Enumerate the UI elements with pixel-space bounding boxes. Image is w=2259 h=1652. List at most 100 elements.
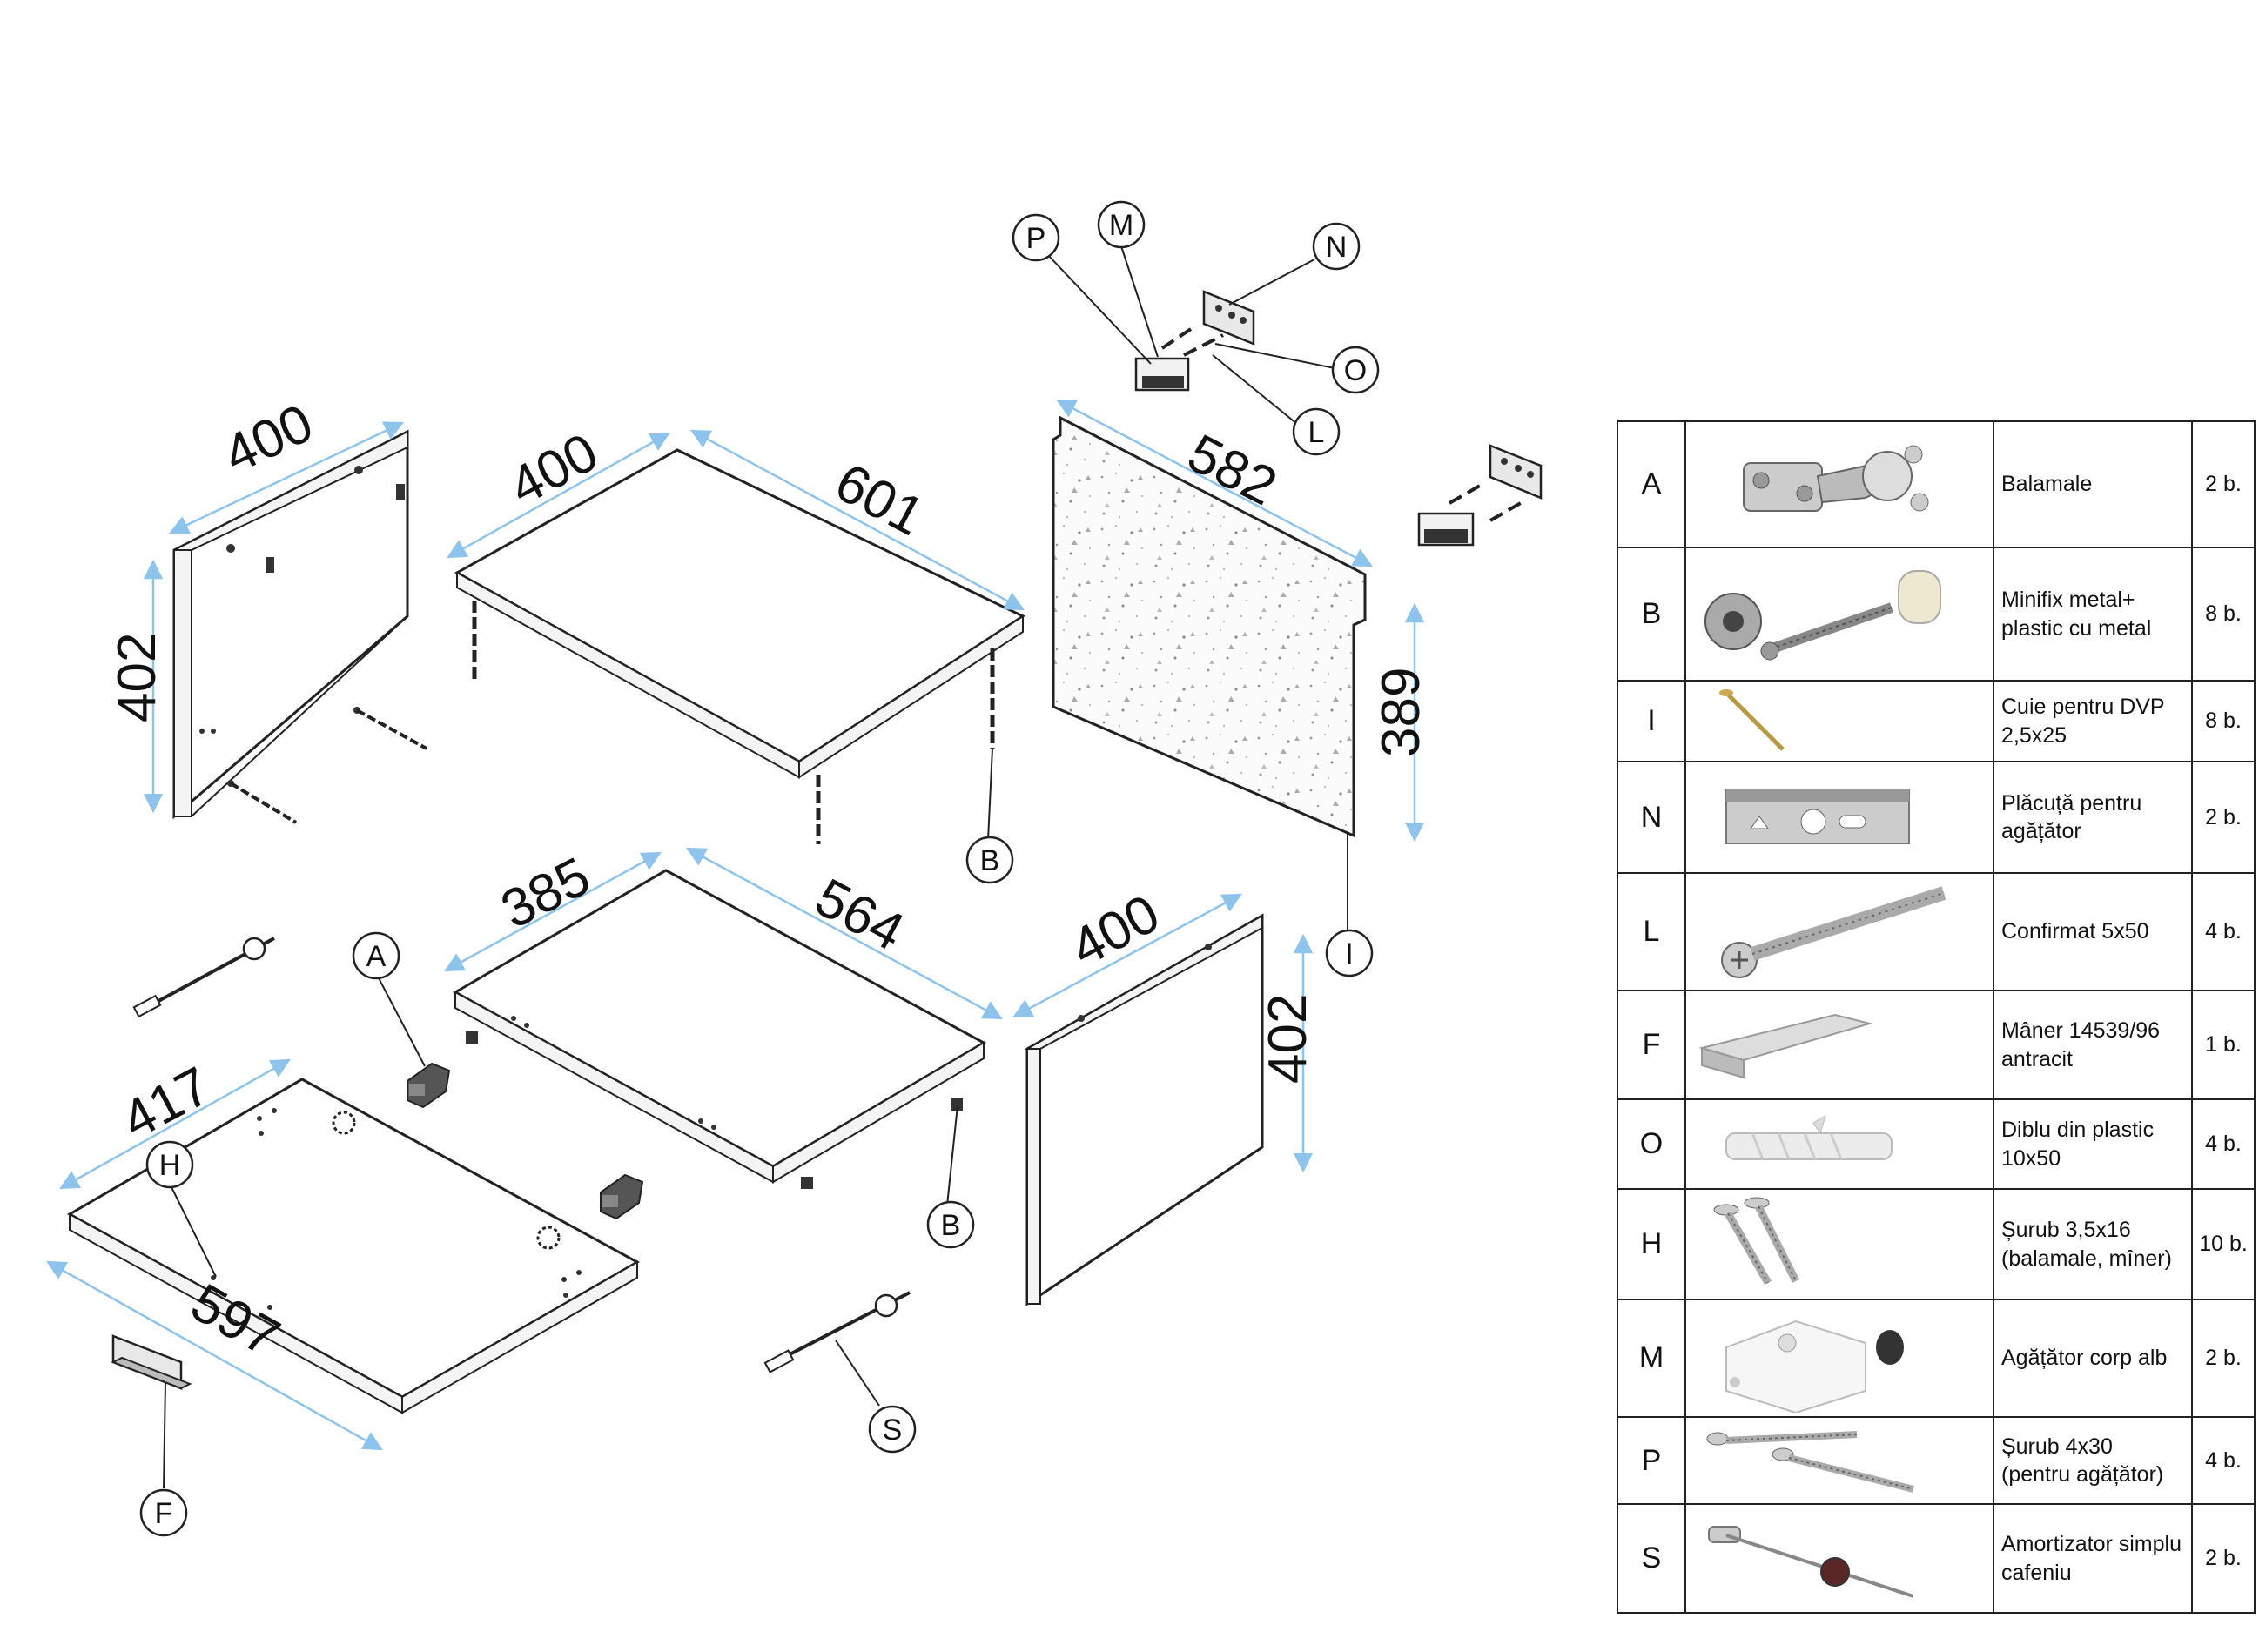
part-code: N bbox=[1617, 761, 1686, 874]
svg-text:A: A bbox=[366, 940, 387, 973]
table-row: B Minifix metal+ plastic cu metal 8 b. bbox=[1617, 547, 2256, 682]
dimension-right-height: 402 bbox=[1258, 994, 1318, 1084]
part-code: S bbox=[1617, 1503, 1686, 1614]
table-row: N Plăcuță pentru agățător 2 b. bbox=[1617, 761, 2256, 874]
part-description: Mâner 14539/96 antracit bbox=[1993, 990, 2193, 1100]
table-row: H Șurub 3,5x16 (balamale, mîner) 10 b. bbox=[1617, 1188, 2256, 1300]
part-description: Balamale bbox=[1993, 420, 2193, 548]
svg-text:S: S bbox=[883, 1414, 903, 1447]
part-description: Plăcuță pentru agățător bbox=[1993, 761, 2193, 874]
part-quantity: 2 b. bbox=[2191, 1503, 2256, 1614]
svg-text:L: L bbox=[1308, 416, 1325, 449]
plastic-dowel-icon bbox=[1725, 1114, 1893, 1160]
part-description: Șurub 3,5x16 (balamale, mîner) bbox=[1993, 1188, 2193, 1300]
svg-text:O: O bbox=[1344, 354, 1367, 387]
dimension-left-top: 400 bbox=[215, 393, 322, 485]
left-side-panel bbox=[172, 429, 427, 824]
callout-B-lower: B bbox=[926, 1200, 975, 1249]
dimension-right-top: 400 bbox=[1061, 883, 1169, 978]
callout-P: P bbox=[1012, 213, 1060, 262]
part-description: Diblu din plastic 10x50 bbox=[1993, 1098, 2193, 1190]
right-side-panel bbox=[1024, 913, 1264, 1306]
door-stay-left bbox=[132, 937, 275, 1018]
part-quantity: 2 b. bbox=[2191, 420, 2256, 548]
cabinet-hanger-icon bbox=[1725, 1320, 1904, 1413]
dimension-back-height: 389 bbox=[1371, 668, 1431, 757]
svg-text:F: F bbox=[155, 1497, 173, 1530]
table-row: I Cuie pentru DVP 2,5x25 8 b. bbox=[1617, 680, 2256, 762]
part-code: H bbox=[1617, 1188, 1686, 1300]
dimension-line-bottom-depth bbox=[59, 1058, 291, 1190]
part-code: I bbox=[1617, 680, 1686, 762]
dimension-line-right-top bbox=[1012, 893, 1242, 1018]
dimension-line-shelf-width bbox=[686, 847, 1003, 1020]
callout-S: S bbox=[868, 1405, 917, 1454]
part-quantity: 1 b. bbox=[2191, 990, 2256, 1100]
parts-table: A Balamale 2 b. B bbox=[1617, 420, 2256, 1614]
part-code: P bbox=[1617, 1416, 1686, 1505]
part-code: M bbox=[1617, 1299, 1686, 1418]
long-screw-pair-icon bbox=[1706, 1431, 1914, 1493]
callout-leaders bbox=[163, 245, 1335, 1489]
dimension-shelf-width: 564 bbox=[805, 867, 913, 962]
part-code: F bbox=[1617, 990, 1686, 1100]
callout-L: L bbox=[1292, 407, 1341, 456]
dimension-line-shelf-depth bbox=[444, 851, 662, 972]
dimension-line-back-width bbox=[1056, 399, 1373, 567]
screw-pair-icon bbox=[1713, 1197, 1800, 1286]
table-row: M Agățător corp alb 2 b. bbox=[1617, 1299, 2256, 1418]
part-code: L bbox=[1617, 872, 1686, 991]
part-code: O bbox=[1617, 1098, 1686, 1190]
part-description: Agățător corp alb bbox=[1993, 1299, 2193, 1418]
door-stay-right bbox=[763, 1291, 911, 1373]
table-row: O Diblu din plastic 10x50 4 b. bbox=[1617, 1098, 2256, 1190]
callout-I: I bbox=[1325, 929, 1374, 977]
part-description: Minifix metal+ plastic cu metal bbox=[1993, 547, 2193, 682]
svg-text:B: B bbox=[941, 1209, 961, 1242]
part-quantity: 4 b. bbox=[2191, 1098, 2256, 1190]
table-row: S Amortizator simplu cafeniu 2 b. bbox=[1617, 1503, 2256, 1614]
part-quantity: 8 b. bbox=[2191, 680, 2256, 762]
svg-text:H: H bbox=[159, 1149, 181, 1182]
part-quantity: 4 b. bbox=[2191, 872, 2256, 991]
svg-text:N: N bbox=[1326, 231, 1348, 264]
callout-N: N bbox=[1312, 222, 1361, 271]
callout-H: H bbox=[145, 1140, 194, 1189]
dimension-left-height: 402 bbox=[107, 633, 167, 722]
dimension-line-top-depth bbox=[447, 432, 670, 559]
svg-text:B: B bbox=[980, 844, 1000, 877]
hinge-icon bbox=[1743, 445, 1929, 512]
hanger-hardware-right bbox=[1417, 444, 1543, 547]
dimension-line-top-width bbox=[690, 429, 1025, 611]
part-description: Cuie pentru DVP 2,5x25 bbox=[1993, 680, 2193, 762]
table-row: P Șurub 4x30 (pentru agățător) 4 b. bbox=[1617, 1416, 2256, 1505]
svg-text:M: M bbox=[1109, 209, 1133, 242]
part-description: Șurub 4x30 (pentru agățător) bbox=[1993, 1416, 2193, 1505]
part-description: Amortizator simplu cafeniu bbox=[1993, 1503, 2193, 1614]
minifix-icon bbox=[1704, 569, 1941, 660]
part-quantity: 8 b. bbox=[2191, 547, 2256, 682]
callout-O: O bbox=[1331, 346, 1380, 394]
hinge-upper bbox=[407, 1062, 451, 1109]
part-code: A bbox=[1617, 420, 1686, 548]
exploded-assembly-diagram: 400 402 400 601 582 389 bbox=[46, 200, 1543, 1537]
table-row: F Mâner 14539/96 antracit 1 b. bbox=[1617, 990, 2256, 1100]
part-description: Confirmat 5x50 bbox=[1993, 872, 2193, 991]
table-row: A Balamale 2 b. bbox=[1617, 420, 2256, 548]
part-code: B bbox=[1617, 547, 1686, 682]
part-quantity: 2 b. bbox=[2191, 1299, 2256, 1418]
table-row: L Confirmat 5x50 4 b. bbox=[1617, 872, 2256, 991]
svg-text:P: P bbox=[1026, 222, 1046, 255]
door-stay-icon bbox=[1708, 1525, 1914, 1598]
callout-F: F bbox=[139, 1488, 188, 1537]
handle-icon bbox=[1698, 1013, 1873, 1078]
nail-icon bbox=[1719, 689, 1785, 751]
svg-text:I: I bbox=[1345, 937, 1353, 970]
callout-B-upper: B bbox=[965, 836, 1014, 884]
hinge-lower bbox=[600, 1173, 644, 1220]
handle-part bbox=[111, 1334, 192, 1390]
part-quantity: 4 b. bbox=[2191, 1416, 2256, 1505]
confirmat-screw-icon bbox=[1721, 886, 1946, 978]
hanger-hardware-upper bbox=[1134, 290, 1255, 392]
dimension-line-left-top bbox=[168, 421, 405, 534]
